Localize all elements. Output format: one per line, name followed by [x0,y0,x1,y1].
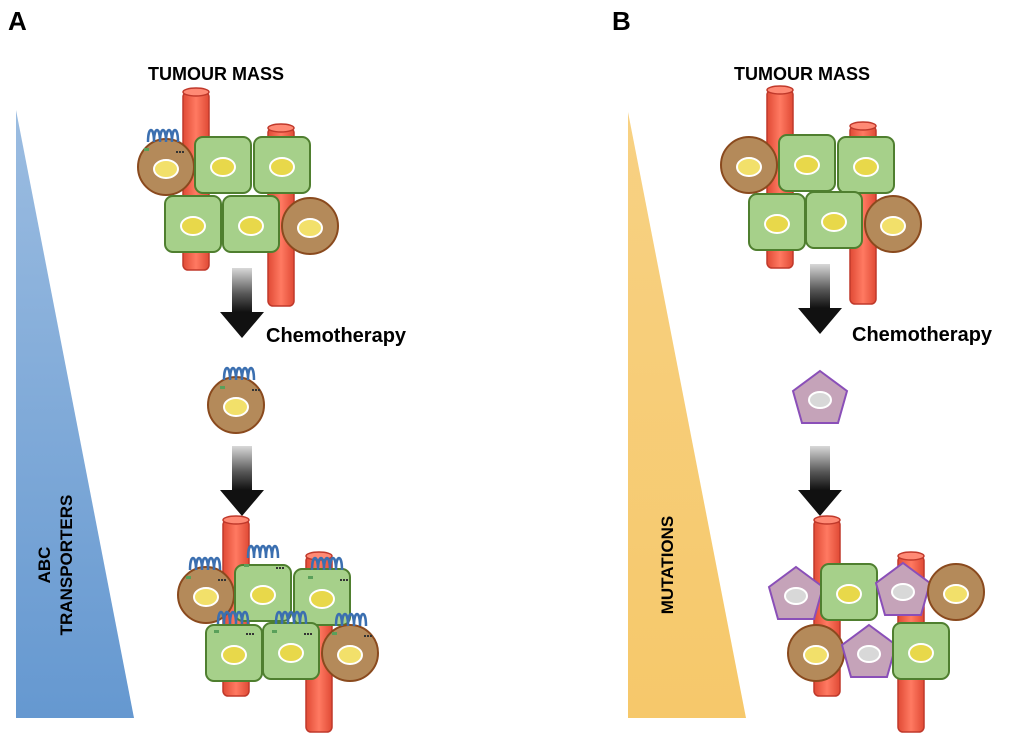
panel-b-chemotherapy-label: Chemotherapy [852,324,993,346]
panel-a-title: TUMOUR MASS [148,64,284,84]
mutated-cell [792,370,848,424]
abc-transporters-gradient [16,110,134,718]
down-arrow-icon [798,264,842,334]
resistant-cell [927,563,985,621]
resistant-cell [720,136,778,194]
sensitive-cell [164,195,222,253]
abc-label-line2: TRANSPORTERS [57,495,76,636]
down-arrow-icon [220,268,264,338]
panel-a-letter: A [8,6,27,36]
panel-b: B TUMOUR MASS MUTATIONS Chemotherapy [612,6,993,733]
resistant-cell [207,376,265,434]
mutations-gradient [628,112,746,718]
resistant-cell [787,624,845,682]
resistant-cell [281,197,339,255]
panel-b-letter: B [612,6,631,36]
abc-label-line1: ABC [35,547,54,584]
mutated-cell [841,624,897,678]
sensitive-cell [778,134,836,192]
sensitive-cell [222,195,280,253]
panel-b-title: TUMOUR MASS [734,64,870,84]
panel-a-chemotherapy-label: Chemotherapy [266,325,407,347]
sensitive-cell [892,622,950,680]
resistant-green-cell [262,622,320,680]
sensitive-cell [253,136,311,194]
tumour-mass-b-initial [720,85,922,305]
sensitive-cell [748,193,806,251]
mutations-label: MUTATIONS [658,516,677,615]
tumour-mass-a-relapsed [177,515,379,733]
down-arrow-icon [798,446,842,516]
tumour-mass-b-relapsed [768,515,985,733]
panel-a: A TUMOUR MASS ABC TRANSPORTERS Chemother… [8,6,407,733]
sensitive-cell [820,563,878,621]
surviving-cell-a [207,366,265,434]
sensitive-cell [805,191,863,249]
sensitive-cell [837,136,895,194]
resistant-cell [137,138,195,196]
sensitive-cell [194,136,252,194]
down-arrow-icon [220,446,264,516]
tumour-mass-a-initial [137,87,339,307]
resistant-cell [864,195,922,253]
resistant-cell [321,624,379,682]
